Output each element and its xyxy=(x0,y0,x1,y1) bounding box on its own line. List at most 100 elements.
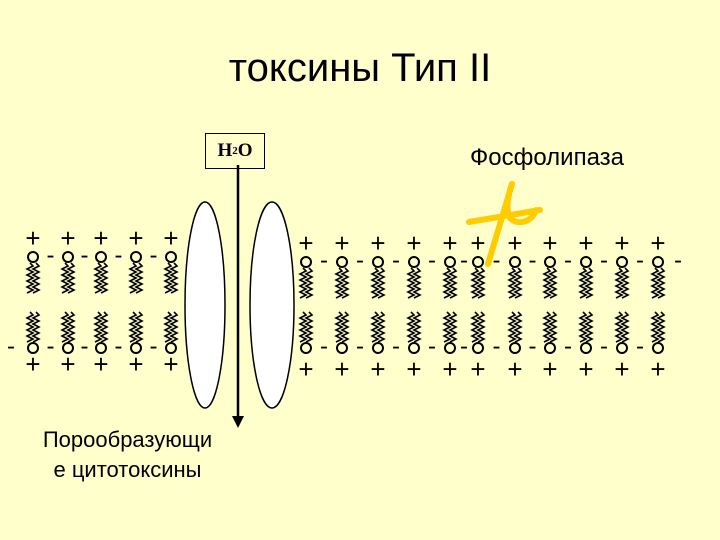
lipid-tail xyxy=(370,311,380,343)
charge-plus: + xyxy=(298,228,313,258)
charge-minus: - xyxy=(674,247,682,274)
lipid-head xyxy=(130,251,142,263)
lipid-tail xyxy=(406,267,416,299)
lipid-tail xyxy=(620,267,630,299)
lipid-tail xyxy=(93,311,103,343)
charge-plus: + xyxy=(470,354,485,384)
membrane-right: ++++++++++++++++++++++------------------… xyxy=(280,228,682,384)
lipid-tail xyxy=(656,311,666,343)
lipid-tail xyxy=(513,311,523,343)
charge-plus: + xyxy=(507,354,522,384)
lipid-head xyxy=(616,342,628,354)
phospholipid-icon xyxy=(128,311,144,354)
lipid-head xyxy=(652,256,664,268)
lipid-tail xyxy=(134,262,144,294)
charge-plus: + xyxy=(406,354,421,384)
lipid-head xyxy=(616,256,628,268)
charge-minus: - xyxy=(460,333,468,360)
lipid-head xyxy=(444,342,456,354)
lipid-tail xyxy=(31,311,41,343)
phospholipid-icon xyxy=(60,311,76,354)
lipid-tail xyxy=(442,267,452,299)
lipid-head xyxy=(62,342,74,354)
charge-plus: + xyxy=(650,228,665,258)
charge-plus: + xyxy=(370,228,385,258)
lipid-head xyxy=(372,342,384,354)
lipid-head xyxy=(300,256,312,268)
phospholipid-icon xyxy=(298,256,314,299)
phospholipid-icon xyxy=(614,311,630,354)
lipid-tail xyxy=(376,267,386,299)
phospholipid-icon xyxy=(442,256,458,299)
charge-minus: - xyxy=(7,333,15,360)
h2o-sub: 2 xyxy=(232,145,238,157)
lipid-head xyxy=(472,342,484,354)
lipid-tail xyxy=(448,267,458,299)
lipid-tail xyxy=(99,262,109,294)
charge-plus: + xyxy=(370,354,385,384)
lipid-tail xyxy=(548,311,558,343)
lipid-tail xyxy=(93,262,103,294)
lipid-head xyxy=(580,342,592,354)
lipid-tail xyxy=(334,311,344,343)
lipid-head xyxy=(130,342,142,354)
lipid-tail xyxy=(578,311,588,343)
charge-plus: + xyxy=(614,354,629,384)
charge-minus: - xyxy=(428,333,436,360)
lipid-tail xyxy=(584,311,594,343)
lipid-tail xyxy=(134,311,144,343)
lipid-head xyxy=(509,256,521,268)
lipid-tail xyxy=(650,311,660,343)
lipid-head xyxy=(472,256,484,268)
charge-plus: + xyxy=(578,354,593,384)
lipid-tail xyxy=(614,267,624,299)
charge-plus: + xyxy=(542,228,557,258)
h2o-end: O xyxy=(237,140,253,161)
pore-toxin-icon-right xyxy=(249,201,295,409)
lipid-head xyxy=(27,251,39,263)
lipid-tail xyxy=(656,267,666,299)
lipid-tail xyxy=(163,311,173,343)
lipid-head xyxy=(62,251,74,263)
phospholipase-label: Фосфолипаза xyxy=(470,144,624,171)
slide-title: токсины Тип II xyxy=(228,46,492,90)
phospholipid-icon xyxy=(163,251,179,294)
scissors-icon xyxy=(466,181,543,267)
charge-minus: - xyxy=(47,333,55,360)
lipid-tail xyxy=(66,311,76,343)
phospholipid-icon xyxy=(298,311,314,354)
phospholipid-icon xyxy=(442,311,458,354)
charge-minus: - xyxy=(320,247,328,274)
lipid-tail xyxy=(31,262,41,294)
lipid-tail xyxy=(128,262,138,294)
phospholipid-icon xyxy=(470,311,486,354)
lipid-tail xyxy=(470,267,480,299)
lipid-tail xyxy=(476,311,486,343)
lipid-tail xyxy=(60,311,70,343)
arrow-down-icon xyxy=(232,165,244,428)
charge-plus: + xyxy=(93,349,108,379)
lipid-tail xyxy=(66,262,76,294)
charge-plus: + xyxy=(442,228,457,258)
phospholipid-icon xyxy=(406,311,422,354)
charge-plus: + xyxy=(128,349,143,379)
lipid-tail xyxy=(25,311,35,343)
phospholipid-icon xyxy=(60,251,76,294)
lipid-head xyxy=(509,342,521,354)
lipid-tail xyxy=(370,267,380,299)
phospholipid-icon xyxy=(470,256,486,299)
charge-plus: + xyxy=(25,349,40,379)
phospholipid-icon xyxy=(578,256,594,299)
phospholipid-icon xyxy=(507,311,523,354)
charge-minus: - xyxy=(636,247,644,274)
phospholipid-icon xyxy=(128,251,144,294)
charge-plus: + xyxy=(60,349,75,379)
lipid-head xyxy=(165,251,177,263)
lipid-head xyxy=(544,256,556,268)
lipid-head xyxy=(408,342,420,354)
lipid-tail xyxy=(507,311,517,343)
lipid-tail xyxy=(513,267,523,299)
phospholipid-icon xyxy=(650,311,666,354)
